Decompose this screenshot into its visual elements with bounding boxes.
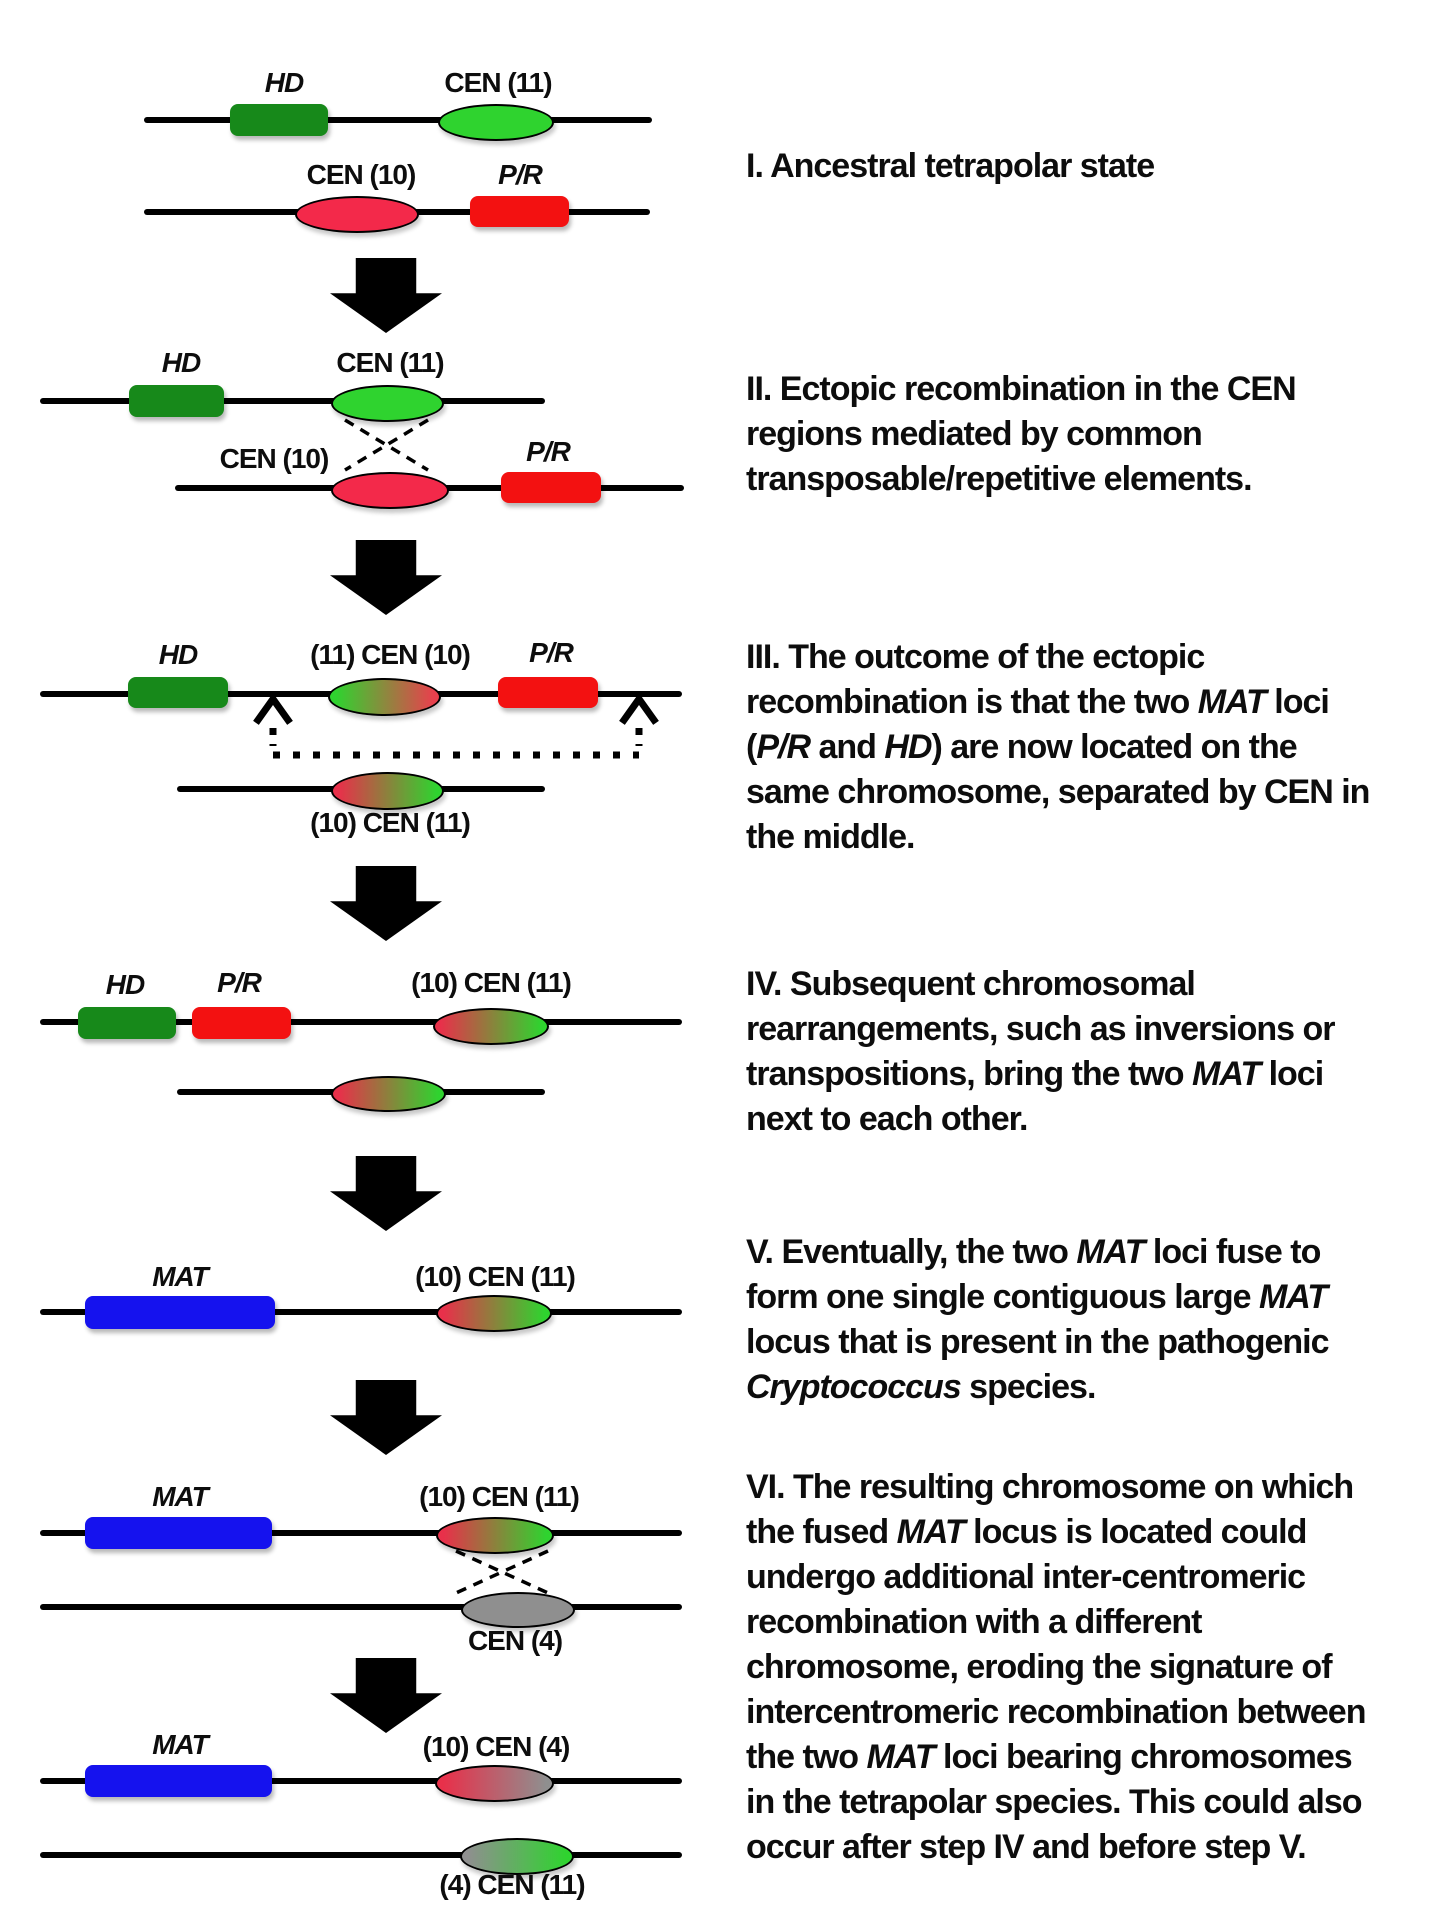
stage1-cen10-ellipse	[295, 196, 419, 233]
recombination-cross-2	[455, 1549, 549, 1595]
stage1-cen10-label: CEN (10)	[306, 159, 417, 190]
down-arrow-5	[330, 1380, 442, 1455]
stage3-cen-10-11-label: (10) CEN (11)	[310, 807, 471, 838]
stage2-chromosome-a	[40, 398, 545, 404]
down-arrow-6	[330, 1658, 442, 1733]
stage6-cen-10-11-label: (10) CEN (11)	[419, 1481, 580, 1512]
stage3-description: III. The outcome of the ectopic recombin…	[746, 638, 1370, 856]
stage4-pr-box	[192, 1007, 291, 1039]
stage4-description: IV. Subsequent chromosomal rearrangement…	[746, 965, 1335, 1138]
stage1-description: I. Ancestral tetrapolar state	[746, 147, 1155, 185]
stage6-mat-box	[85, 1517, 272, 1549]
stage2-cen11-ellipse	[331, 385, 444, 422]
stage5-mat-label: MAT	[152, 1261, 209, 1292]
stage1-hd-label: HD	[264, 67, 304, 98]
final-cen-10-4-label: (10) CEN (4)	[422, 1731, 571, 1762]
stage1-chromosome-a	[144, 117, 652, 123]
final-cen-4-11-ellipse	[460, 1838, 574, 1875]
stage3-pr-label: P/R	[529, 637, 574, 668]
stage6-cen4-label: CEN (4)	[467, 1625, 563, 1656]
stage4-cen-ellipse-b	[331, 1076, 446, 1112]
recombination-cross-1	[344, 418, 429, 472]
stage5-mat-box	[85, 1296, 275, 1329]
stage6-mat-label: MAT	[152, 1481, 209, 1512]
final-cen-10-4-ellipse	[435, 1765, 554, 1802]
stage1-cen11-ellipse	[438, 104, 554, 141]
final-chromosome-a	[40, 1778, 682, 1784]
stage2-pr-label: P/R	[526, 436, 571, 467]
stage5-description: V. Eventually, the two MAT loci fuse to …	[746, 1233, 1330, 1406]
stage2-hd-label: HD	[161, 347, 201, 378]
stage5-cen-10-11-label: (10) CEN (11)	[415, 1261, 576, 1292]
stage6-chromosome-a	[40, 1530, 682, 1536]
stage4-pr-label: P/R	[217, 967, 262, 998]
stage2-hd-box	[129, 385, 224, 417]
down-arrow-4	[330, 1156, 442, 1231]
stage1-pr-box	[470, 196, 569, 227]
stage4-hd-label: HD	[105, 969, 145, 1000]
stage2-description: II. Ectopic recombination in the CEN reg…	[746, 370, 1297, 498]
final-mat-box	[85, 1765, 272, 1797]
stage2-cen10-ellipse	[331, 472, 449, 509]
stage4-hd-box	[78, 1007, 176, 1039]
final-chromosome-b	[40, 1852, 682, 1858]
stage1-cen11-label: CEN (11)	[444, 67, 552, 98]
region-span-connector	[253, 694, 659, 759]
stage6-description: VI. The resulting chromosome on which th…	[746, 1468, 1366, 1866]
stage3-cen-10-11-ellipse	[331, 772, 444, 810]
stage3-hd-box	[128, 677, 228, 708]
down-arrow-2	[330, 540, 442, 615]
stage3-cen-11-10-ellipse	[328, 678, 441, 716]
stage6-cen-10-11-ellipse	[436, 1517, 554, 1554]
stage3-cen-11-10-label: (11) CEN (10)	[310, 639, 471, 670]
stage1-pr-label: P/R	[498, 159, 543, 190]
stage3-hd-label: HD	[158, 639, 198, 670]
down-arrow-3	[330, 866, 442, 941]
final-cen-4-11-label: (4) CEN (11)	[439, 1869, 585, 1900]
stage1-hd-box	[230, 104, 328, 136]
stage5-cen-10-11-ellipse	[436, 1295, 552, 1332]
stage6-cen4-ellipse	[461, 1592, 575, 1628]
stage3-pr-box	[498, 677, 598, 708]
stage4-chromosome-a	[40, 1019, 682, 1025]
stage2-cen11-label: CEN (11)	[336, 347, 444, 378]
final-mat-label: MAT	[152, 1729, 209, 1760]
stage4-cen-10-11-label: (10) CEN (11)	[411, 967, 572, 998]
stage2-cen10-label: CEN (10)	[219, 443, 330, 474]
stage4-cen-10-11-ellipse	[433, 1008, 549, 1045]
stage5-chromosome-a	[40, 1309, 682, 1315]
down-arrow-1	[330, 258, 442, 333]
stage6-chromosome-b	[40, 1604, 682, 1610]
stage2-pr-box	[501, 472, 601, 503]
